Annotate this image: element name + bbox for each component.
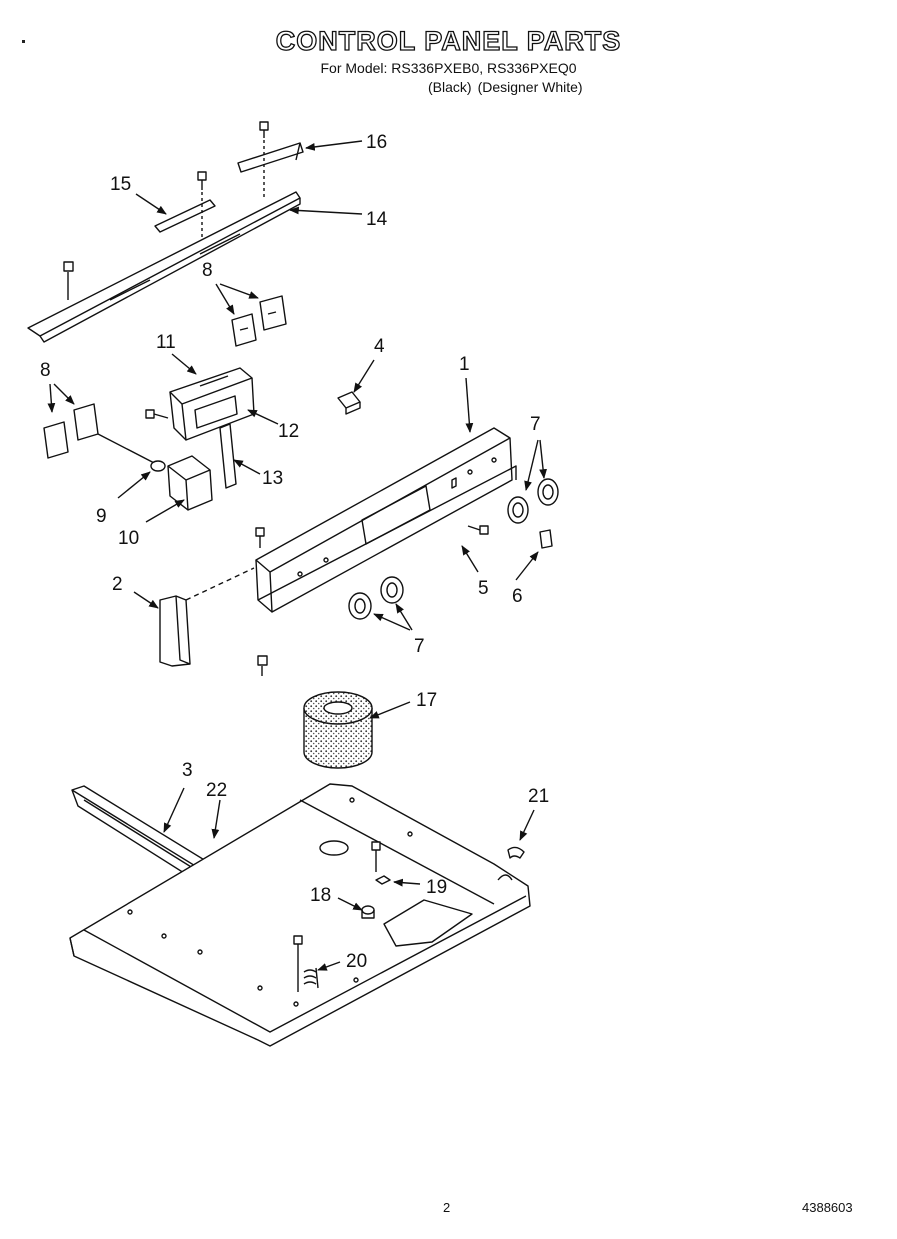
callout-20: 20 xyxy=(346,951,367,972)
part-1-control-panel xyxy=(255,427,517,613)
callout-15: 15 xyxy=(110,174,131,195)
part-13-bracket xyxy=(219,423,237,489)
part-11-electronic-control xyxy=(169,367,255,441)
callout-10: 10 xyxy=(118,528,139,549)
callout-3: 3 xyxy=(182,760,193,781)
callout-4: 4 xyxy=(374,336,385,357)
screw-icon xyxy=(63,261,74,300)
leader-arrows xyxy=(47,140,547,971)
part-9-washer xyxy=(150,460,166,472)
page-title: CONTROL PANEL PARTS xyxy=(275,25,622,56)
callout-11: 11 xyxy=(156,332,176,353)
callout-17: 17 xyxy=(416,690,437,711)
part-6-clip xyxy=(539,529,553,549)
part-8-switch-upper xyxy=(231,295,287,347)
model-variants: (Black) (Designer White) xyxy=(428,79,589,95)
callout-21: 21 xyxy=(528,786,549,807)
callout-7-right: 7 xyxy=(530,414,541,435)
callout-8-left: 8 xyxy=(40,360,51,381)
part-21-clip xyxy=(507,846,525,859)
part-main-tray xyxy=(69,783,531,1047)
callout-7-front: 7 xyxy=(414,636,425,657)
callout-18: 18 xyxy=(310,885,331,906)
callout-12: 12 xyxy=(278,421,299,442)
model-line: For Model: RS336PXEB0, RS336PXEQ0 xyxy=(320,60,577,76)
screw-icon xyxy=(145,409,169,419)
callout-19: 19 xyxy=(426,877,447,898)
document-number: 4388603 xyxy=(802,1200,853,1215)
part-2-end-bracket xyxy=(159,567,255,667)
part-7-knobs-front xyxy=(348,576,404,620)
variant-white: (Designer White) xyxy=(477,79,583,95)
page-number: 2 xyxy=(443,1200,451,1215)
callout-6: 6 xyxy=(512,586,523,607)
part-17-insulation xyxy=(303,691,373,769)
callout-13: 13 xyxy=(262,468,283,489)
callout-labels: 16 15 14 8 11 4 1 8 12 7 13 9 10 5 6 2 7… xyxy=(40,132,549,972)
callout-22: 22 xyxy=(206,780,227,801)
screw-icon xyxy=(293,935,303,992)
part-18-19-thermostat xyxy=(361,875,391,919)
variant-black: (Black) xyxy=(428,79,472,95)
part-16-bracket xyxy=(237,142,304,173)
callout-1: 1 xyxy=(459,354,470,375)
screw-icon xyxy=(259,121,269,198)
callout-2: 2 xyxy=(112,574,123,595)
callout-14: 14 xyxy=(366,209,388,230)
part-14-trim-strip xyxy=(27,191,301,343)
part-4-connector xyxy=(337,391,361,415)
part-20-spring xyxy=(303,967,319,989)
screw-icon xyxy=(257,655,268,676)
callout-5: 5 xyxy=(478,578,489,599)
callout-16: 16 xyxy=(366,132,387,153)
screw-icon xyxy=(371,841,381,872)
part-10-box xyxy=(167,455,213,511)
screw-icon xyxy=(467,525,489,535)
callout-8-upper: 8 xyxy=(202,260,213,281)
part-15-clip xyxy=(154,199,216,233)
callout-9: 9 xyxy=(96,506,107,527)
screw-icon xyxy=(255,527,265,548)
part-8-switch-left xyxy=(43,403,161,467)
screw-icon xyxy=(197,171,207,240)
stray-mark xyxy=(22,40,25,43)
part-7-knobs-right xyxy=(507,478,559,524)
